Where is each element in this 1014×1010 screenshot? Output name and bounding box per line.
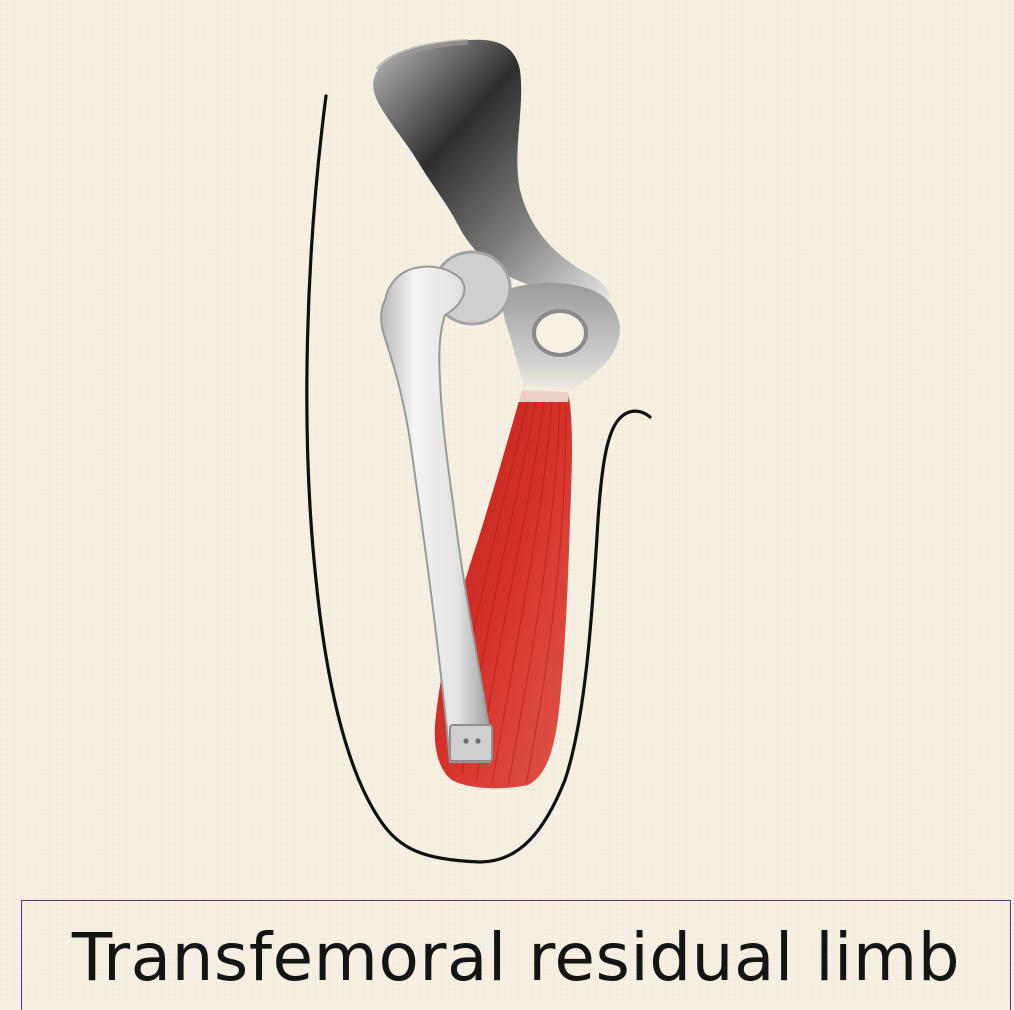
femur-screw-1 (463, 738, 468, 743)
caption-box: Transfemoral residual limb (21, 900, 1011, 1010)
femur-screw-2 (475, 738, 480, 743)
muscle-origin-fade (518, 386, 570, 402)
femur-cut-end (450, 725, 492, 761)
femur (381, 266, 491, 762)
caption: Transfemoral residual limb (22, 919, 1010, 996)
obturator-foramen (534, 311, 586, 355)
